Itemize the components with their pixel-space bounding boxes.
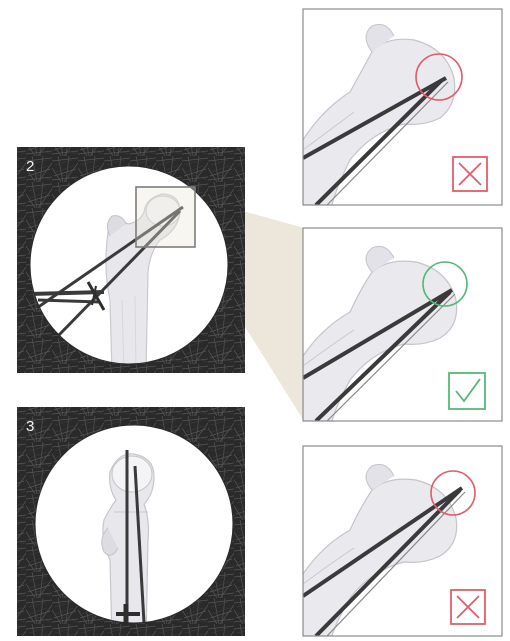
cross-icon: [453, 157, 487, 191]
cross-icon: [451, 590, 485, 624]
example-top: [303, 9, 502, 205]
panel-3-number: 3: [26, 418, 34, 435]
panel-2-highlight-box: [136, 187, 195, 247]
check-icon: [449, 373, 485, 409]
example-bottom: [303, 446, 502, 636]
example-middle: [303, 228, 502, 421]
panel-3: 3: [17, 407, 245, 640]
panel-2: 2: [17, 147, 245, 373]
panel-2-number: 2: [26, 158, 34, 175]
